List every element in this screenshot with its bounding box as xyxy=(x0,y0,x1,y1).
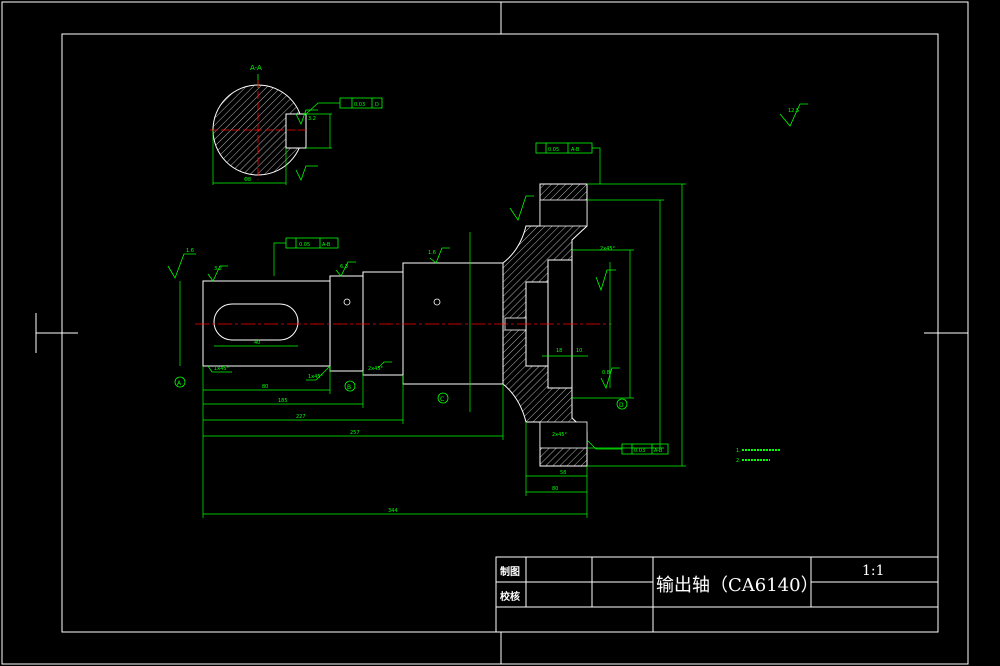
section-tol: 0.03 xyxy=(354,102,365,108)
tol-frame-1-ref: A-B xyxy=(322,242,331,248)
rough-step: 6.3 xyxy=(340,264,348,270)
drawing-frame xyxy=(61,33,939,633)
datum-c: C xyxy=(440,396,444,403)
dim-flange-width: 58 xyxy=(560,470,566,476)
section-view-a-a: A-A Φ8 0.03 D 3.2 xyxy=(210,64,383,185)
shaft-outline xyxy=(202,262,504,385)
rough-left-b: 3.2 xyxy=(214,266,222,272)
dim-keyway-length: 40 xyxy=(254,340,260,346)
section-ref: D xyxy=(375,102,379,108)
tol-frame-2-ref: A-B xyxy=(571,147,580,153)
general-roughness-value: 12.5 xyxy=(788,108,799,114)
tol-frame-3-ref: A-B xyxy=(654,448,663,454)
chamfer-4: 2x45° xyxy=(600,246,616,252)
sheet-border xyxy=(1,1,969,665)
general-roughness-symbol: 12.5 xyxy=(779,103,808,127)
roughness-values: 1.6 3.2 6.3 1.6 0.8 xyxy=(186,248,610,376)
dim-first-step: 80 xyxy=(262,384,268,390)
rough-body: 1.6 xyxy=(428,250,436,256)
dim-fourth-step: 257 xyxy=(350,430,360,436)
chamfer-3: 2x45° xyxy=(368,366,384,372)
tol-frame-1-value: 0.05 xyxy=(299,242,310,248)
dim-overall-length: 344 xyxy=(388,508,398,514)
chamfer-5: 2x45° xyxy=(552,432,568,438)
part-name: 输出轴（CA6140） xyxy=(656,575,819,596)
section-rough: 3.2 xyxy=(308,116,316,122)
center-hole-2 xyxy=(433,298,441,306)
section-label: A-A xyxy=(250,64,262,72)
rough-left-a: 1.6 xyxy=(186,248,194,254)
dim-flange-total: 80 xyxy=(552,486,558,492)
technical-notes: 1. 2. xyxy=(736,448,780,464)
dim-third-step: 227 xyxy=(296,414,306,420)
chamfer-labels: 1x45° 1x45° 2x45° 2x45° 2x45° xyxy=(207,246,616,438)
drawing-scale: 1:1 xyxy=(862,563,885,579)
tol-frame-2-value: 0.05 xyxy=(548,147,559,153)
center-hole-1 xyxy=(343,298,351,306)
rough-bore: 0.8 xyxy=(602,370,610,376)
dim-bore-a: 18 xyxy=(556,348,562,354)
dim-bore-b: 10 xyxy=(576,348,582,354)
chamfer-2: 1x45° xyxy=(308,374,324,380)
datum-a: A xyxy=(177,380,182,387)
dim-second-step: 185 xyxy=(278,398,288,404)
checker-label: 校核 xyxy=(500,590,520,603)
title-block xyxy=(495,556,939,633)
tolerance-frames: 0.05 A-B 0.05 A-B 0.03 A-B xyxy=(273,142,669,455)
datum-markers: A B C D xyxy=(174,376,628,410)
dimension-lines xyxy=(179,183,686,518)
section-width-dim: Φ8 xyxy=(244,177,251,183)
note-line-2: 2. xyxy=(736,458,741,464)
shaft-main-view xyxy=(195,183,612,467)
roughness-symbols xyxy=(167,195,620,390)
datum-d: D xyxy=(619,402,624,409)
datum-b: B xyxy=(347,384,351,391)
note-line-1: 1. xyxy=(736,448,741,454)
keyway xyxy=(213,303,299,341)
tol-frame-3-value: 0.03 xyxy=(634,448,645,454)
chamfer-1: 1x45° xyxy=(214,366,230,372)
drafter-label: 制图 xyxy=(500,565,520,578)
dimension-texts: 40 80 185 227 257 344 58 80 18 10 xyxy=(254,340,582,514)
centering-marks xyxy=(35,2,969,664)
